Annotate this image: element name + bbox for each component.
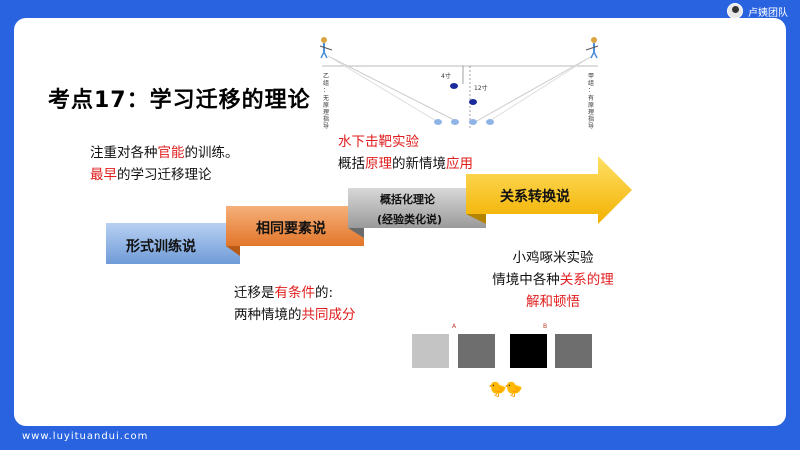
- gray-square-b: [555, 334, 592, 368]
- svg-text:无: 无: [323, 95, 329, 102]
- theory-steps-graphic: [106, 156, 632, 264]
- relational-line2: 情境中各种关系的理: [492, 272, 614, 288]
- svg-text:：: ：: [588, 87, 594, 94]
- chick-icon: 🐤: [488, 380, 507, 398]
- relational-experiment: 小鸡啄米实验: [512, 250, 594, 266]
- square-label-a: A: [452, 323, 457, 330]
- generalization-notes: 水下击靶实验 概括原理的新情境应用: [338, 131, 473, 175]
- square-label-b: B: [543, 323, 548, 330]
- chick-icon: 🐤: [504, 380, 523, 398]
- svg-text:理: 理: [588, 109, 594, 116]
- svg-text:有: 有: [588, 94, 594, 102]
- chick-experiment-figure: A B 🐤 🐤: [412, 323, 597, 400]
- depth-label-b: 12寸: [474, 84, 488, 92]
- svg-text:：: ：: [323, 87, 329, 94]
- gray-square-a: [458, 334, 495, 368]
- identical-elements-line2: 两种情境的共同成分: [234, 307, 356, 323]
- svg-text:指: 指: [323, 115, 329, 123]
- left-shooter-icon: [319, 37, 333, 59]
- identical-elements-line1: 迁移是有条件的:: [234, 285, 334, 301]
- depth-label-a: 4寸: [441, 72, 451, 80]
- relational-line3: 解和顿悟: [526, 294, 580, 310]
- svg-text:乙: 乙: [323, 73, 329, 80]
- right-shooter-icon: [585, 37, 599, 59]
- step-relational: 关系转换说: [500, 189, 570, 205]
- svg-text:原: 原: [588, 102, 594, 109]
- black-square: [510, 334, 547, 368]
- shooting-experiment-diagram: 4寸 12寸 乙 组 ： 无 原 理 指 导 甲 组 ： 有 原 理 指 导: [310, 28, 610, 138]
- svg-text:指: 指: [588, 115, 594, 123]
- svg-text:原: 原: [323, 102, 329, 109]
- svg-text:甲: 甲: [588, 73, 594, 80]
- svg-text:理: 理: [323, 109, 329, 116]
- team-avatar: [727, 3, 743, 19]
- formal-discipline-line1: 注重对各种官能的训练。: [90, 145, 239, 161]
- step-generalization-sub: (经验类化说): [377, 213, 443, 226]
- diagram-right-label: 甲 组 ： 有 原 理 指 导: [588, 73, 594, 130]
- footer-url: www.luyituandui.com: [22, 431, 149, 442]
- formal-discipline-line2: 最早的学习迁移理论: [90, 167, 212, 183]
- diagram-left-label: 乙 组 ： 无 原 理 指 导: [323, 73, 329, 130]
- gray-square-light: [412, 334, 449, 368]
- team-name: 卢姨团队: [748, 7, 788, 19]
- step-identical-elements: 相同要素说: [256, 221, 326, 237]
- step-generalization: 概括化理论: [380, 193, 435, 206]
- formal-discipline-notes: 注重对各种官能的训练。 最早的学习迁移理论: [90, 142, 239, 186]
- page-title: 考点17：学习迁移的理论: [48, 88, 311, 113]
- step-formal-discipline: 形式训练说: [126, 239, 196, 255]
- generalization-experiment: 水下击靶实验: [338, 134, 419, 150]
- svg-text:导: 导: [588, 123, 594, 130]
- svg-text:组: 组: [323, 79, 329, 87]
- relational-notes: 小鸡啄米实验 情境中各种关系的理 解和顿悟: [490, 247, 616, 313]
- svg-text:组: 组: [588, 79, 594, 87]
- slide: 4寸 12寸 乙 组 ： 无 原 理 指 导 甲 组 ： 有 原 理 指 导: [14, 18, 786, 426]
- identical-elements-notes: 迁移是有条件的: 两种情境的共同成分: [234, 282, 356, 326]
- generalization-line: 概括原理的新情境应用: [338, 156, 473, 172]
- svg-text:导: 导: [323, 123, 329, 130]
